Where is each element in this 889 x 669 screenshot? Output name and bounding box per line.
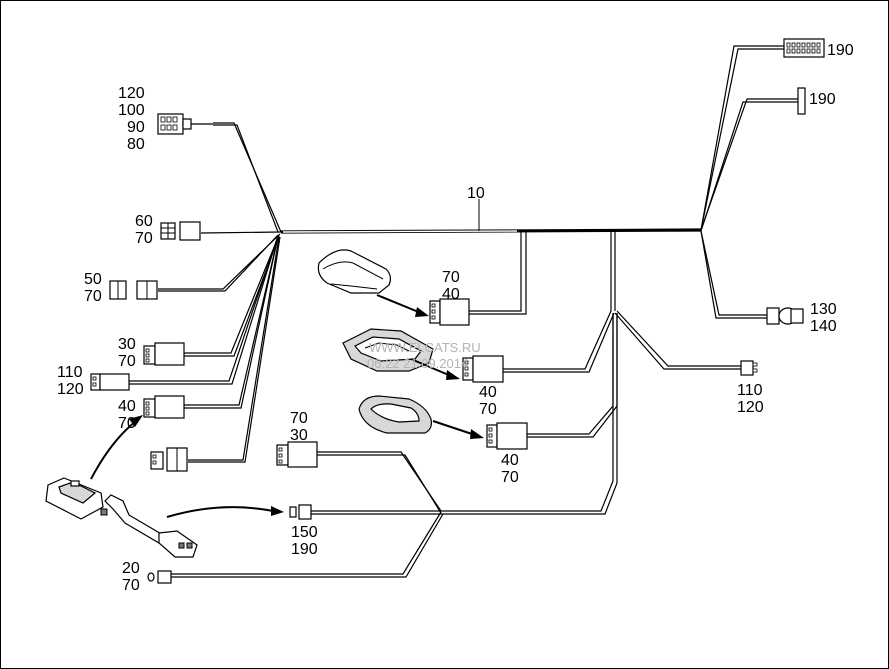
watermark-site: WWW.ELCATS.RU (369, 340, 481, 355)
label-40-left: 40 (118, 398, 136, 415)
label-70-top: 70 (442, 269, 460, 286)
label-50: 50 (84, 271, 102, 288)
connector-70-30-lower[interactable] (276, 441, 318, 468)
connector-40-70-middle[interactable] (462, 355, 504, 383)
connector-70-40-top[interactable] (429, 298, 470, 326)
seat-switch-component-2 (342, 328, 434, 372)
arrow-module-to-connector (90, 415, 143, 480)
connector-120-100-90-80[interactable] (157, 113, 213, 135)
connector-40-70-left[interactable] (143, 395, 185, 419)
label-120-left: 120 (57, 381, 84, 398)
label-40-70-left: 70 (118, 415, 136, 432)
label-110-left: 110 (57, 364, 83, 381)
arrow-component-1-to-connector (376, 294, 429, 317)
connector-50-70[interactable] (109, 280, 158, 300)
label-150: 150 (291, 524, 318, 541)
label-connector-190-top: 190 (827, 42, 854, 59)
label-60: 60 (135, 213, 153, 230)
connector-unlabeled-lower-left[interactable] (150, 447, 188, 472)
label-120-right: 120 (737, 399, 764, 416)
right-branch-wires (700, 45, 799, 319)
branch-to-seat-module-1 (469, 231, 527, 315)
label-40-top: 40 (442, 286, 460, 303)
connector-60-70[interactable] (160, 221, 201, 241)
seat-switch-component-3 (358, 395, 432, 434)
label-70-lower: 70 (501, 469, 519, 486)
connector-110-120-left[interactable] (90, 373, 130, 391)
connector-30-70[interactable] (143, 342, 185, 366)
sensor-cable-component (104, 494, 198, 558)
label-190-lower: 190 (291, 541, 318, 558)
connector-40-70-lower[interactable] (486, 422, 528, 450)
label-40-middle: 40 (479, 384, 497, 401)
label-130: 130 (810, 301, 837, 318)
watermark-timestamp: 06:22 21.09.2014 (367, 356, 468, 371)
main-harness-trunk (280, 199, 702, 234)
connector-190-second[interactable] (797, 87, 806, 115)
label-20: 20 (122, 560, 140, 577)
connector-130-140[interactable] (766, 307, 804, 325)
connector-110-120-right[interactable] (740, 360, 758, 376)
connector-190-top[interactable] (783, 38, 825, 58)
label-50-70: 70 (84, 288, 102, 305)
label-70-middle: 70 (479, 401, 497, 418)
arrow-component-2-to-connector (410, 358, 460, 380)
label-60-70: 70 (135, 230, 153, 247)
branch-vertical-right (441, 231, 741, 515)
label-20-70: 70 (122, 577, 140, 594)
label-140: 140 (810, 318, 837, 335)
arrow-cable-to-connector (166, 506, 284, 518)
label-30: 30 (118, 336, 136, 353)
label-40-lower: 40 (501, 452, 519, 469)
arrow-component-3-to-connector (432, 420, 484, 439)
label-main-harness: 10 (467, 185, 485, 202)
label-connector-190-second: 190 (809, 91, 836, 108)
label-120: 120 (118, 85, 145, 102)
branch-lower-center (171, 451, 444, 578)
label-80: 80 (127, 136, 145, 153)
connector-20-70[interactable] (147, 570, 172, 584)
label-30-70: 70 (118, 353, 136, 370)
label-90: 90 (127, 119, 145, 136)
label-110-right: 110 (737, 382, 763, 399)
label-70-lower-center: 70 (290, 410, 308, 427)
seat-switch-component-1 (317, 249, 392, 294)
label-100: 100 (118, 102, 145, 119)
connector-150-190[interactable] (289, 504, 312, 520)
label-30-lower-center: 30 (290, 427, 308, 444)
control-module-component (45, 477, 108, 520)
left-branch-wires (129, 122, 282, 463)
